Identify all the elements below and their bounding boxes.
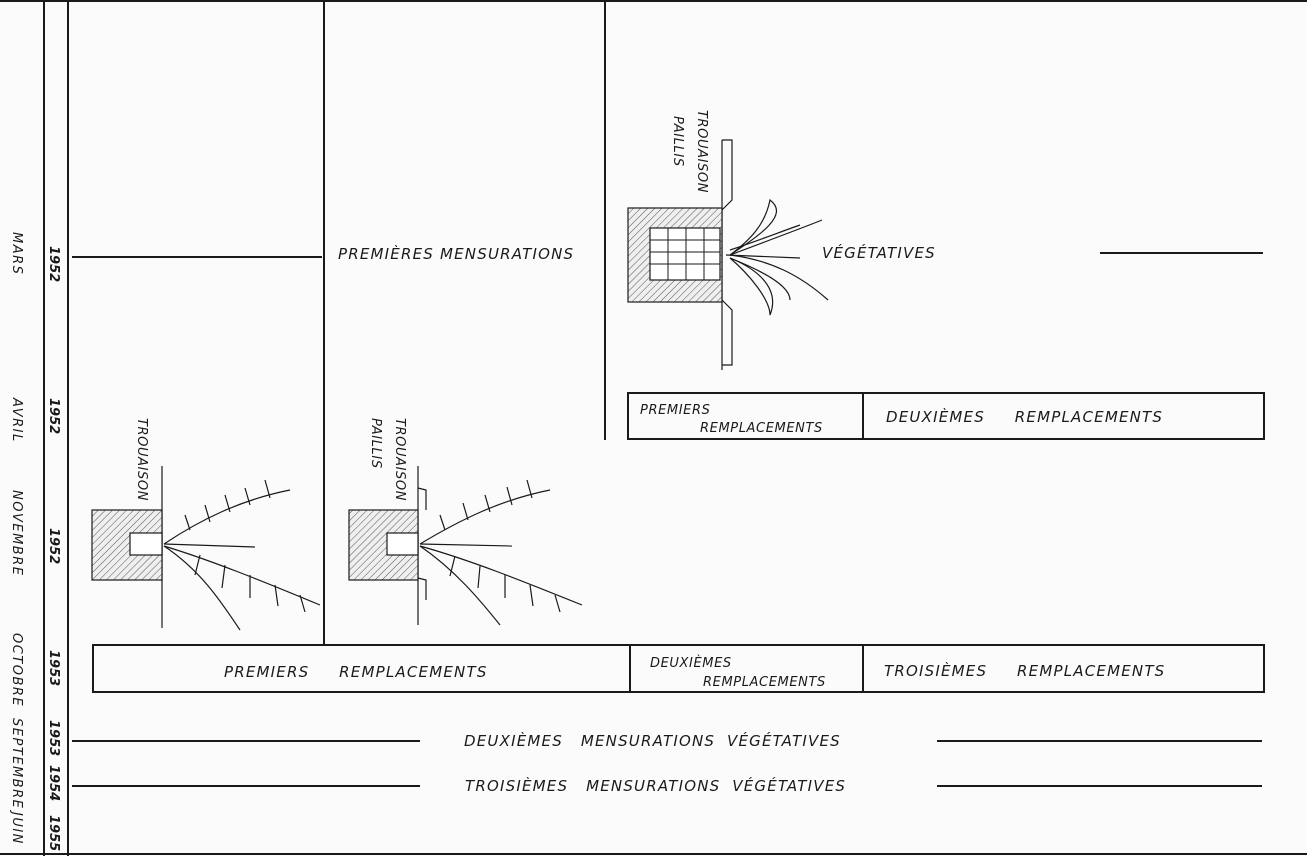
conifer-seedling-icon (163, 479, 321, 631)
trouaison-paillis-illustration: TROUAISON PAILLIS (348, 418, 583, 626)
trouaison-label: TROUAISON (392, 418, 407, 501)
year-label: 1954 (46, 765, 61, 801)
month-octobre: OCTOBRE (9, 633, 24, 707)
month-novembre: NOVEMBRE (9, 490, 24, 576)
remplacements-row-1: PREMIERS REMPLACEMENTS DEUXIÈMES REMPLAC… (627, 392, 1265, 440)
deuxiemes-mensurations-label: DEUXIÈMES MENSURATIONS VÉGÉTATIVES (464, 731, 841, 750)
row2-troisiemes-label: TROISIÈMES REMPLACEMENTS (884, 661, 1165, 680)
year-label: 1955 (46, 815, 61, 851)
paillis-label: PAILLIS (368, 418, 383, 469)
trouaison-label: TROUAISON (694, 110, 709, 193)
year-labels: 1952 1952 1952 1953 1953 1954 1955 (46, 246, 61, 851)
row1-remplacements-label: REMPLACEMENTS (700, 421, 823, 436)
month-avril: AVRIL (9, 397, 24, 443)
month-mars: MARS (9, 232, 24, 275)
year-label: 1953 (46, 720, 61, 756)
month-labels: MARS AVRIL NOVEMBRE OCTOBRE SEPTEMBRE JU… (9, 232, 24, 845)
trouaison-label: TROUAISON (134, 418, 149, 501)
troisiemes-mensurations-label: TROISIÈMES MENSURATIONS VÉGÉTATIVES (465, 776, 846, 795)
month-juin: JUIN (9, 809, 24, 845)
month-septembre: SEPTEMBRE (9, 718, 24, 809)
year-label: 1952 (46, 528, 61, 564)
trouaison-paillis-illustration-top: TROUAISON PAILLIS (627, 110, 829, 370)
deuxiemes-mensurations-row: DEUXIÈMES MENSURATIONS VÉGÉTATIVES (72, 731, 1262, 750)
row2-deuxiemes-label: DEUXIÈMES (650, 655, 732, 671)
premieres-mensurations-label: PREMIÈRES MENSURATIONS (338, 244, 574, 263)
trouaison-illustration: TROUAISON (91, 418, 321, 631)
year-label: 1953 (46, 650, 61, 686)
row2-premiers-label: PREMIERS REMPLACEMENTS (224, 663, 488, 681)
row1-frame (627, 392, 1265, 440)
year-label: 1952 (46, 246, 61, 282)
conifer-seedling-icon (419, 479, 583, 626)
row2-remplacements-label: REMPLACEMENTS (703, 675, 826, 690)
troisiemes-mensurations-row: TROISIÈMES MENSURATIONS VÉGÉTATIVES (72, 776, 1262, 795)
row1-premiers-label: PREMIERS (640, 403, 710, 418)
palm-plant-icon (725, 198, 829, 316)
year-label: 1952 (46, 398, 61, 434)
paillis-label: PAILLIS (670, 116, 685, 167)
remplacements-row-2: PREMIERS REMPLACEMENTS DEUXIÈMES REMPLAC… (92, 644, 1265, 693)
row2-frame (92, 644, 1265, 693)
vegetatives-label: VÉGÉTATIVES (822, 243, 936, 262)
row1-deuxiemes-label: DEUXIÈMES REMPLACEMENTS (886, 407, 1163, 426)
